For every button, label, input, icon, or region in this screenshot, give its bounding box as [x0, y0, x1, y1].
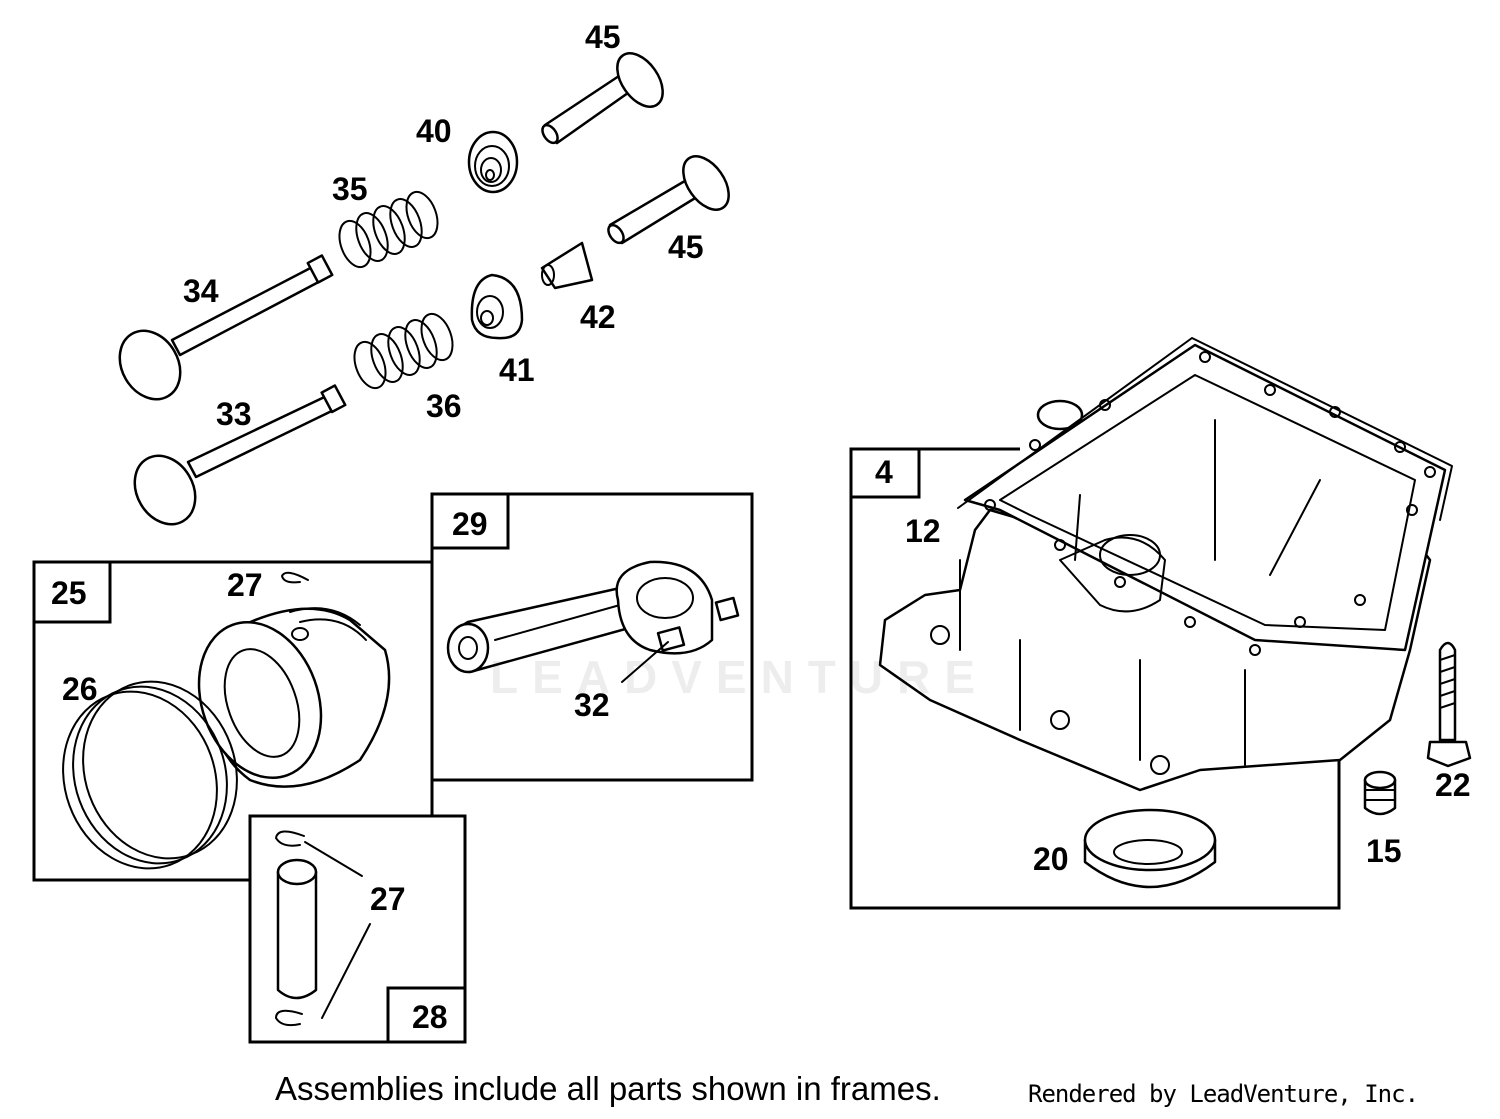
- frame-piston-pin: [248, 814, 467, 1044]
- piston-pin-retainer-top[interactable]: [281, 571, 309, 584]
- callout-25: 25: [51, 575, 87, 611]
- valve-spring-retainer-lower[interactable]: [470, 273, 524, 340]
- sump-bolt[interactable]: [1426, 641, 1472, 768]
- callout-4: 4: [875, 454, 893, 490]
- callout-32: 32: [574, 687, 610, 723]
- callout-42: 42: [580, 299, 616, 335]
- oil-seal[interactable]: [1083, 808, 1217, 889]
- piston-pin-retainers[interactable]: [275, 830, 305, 1027]
- callout-34: 34: [183, 273, 219, 309]
- valve-exhaust[interactable]: [108, 254, 334, 411]
- callout-27-top: 27: [227, 567, 263, 603]
- frame-tab-29: [430, 492, 510, 550]
- watermark: LEADVENTURE: [490, 651, 990, 703]
- callout-20: 20: [1033, 841, 1069, 877]
- valve-spring-lower[interactable]: [349, 310, 459, 393]
- callout-22: 22: [1435, 767, 1471, 803]
- callout-45-upper: 45: [585, 19, 621, 55]
- frame-tab-25: [32, 560, 112, 624]
- piston-pin[interactable]: [276, 858, 318, 1000]
- callout-33: 33: [216, 396, 252, 432]
- assemblies-note: Assemblies include all parts shown in fr…: [275, 1070, 941, 1107]
- callout-28: 28: [412, 999, 448, 1035]
- callout-29: 29: [452, 506, 488, 542]
- callout-15: 15: [1366, 833, 1402, 869]
- valve-keeper[interactable]: [540, 241, 594, 290]
- sump-gasket[interactable]: [957, 337, 1453, 521]
- valve-tappet-upper[interactable]: [539, 45, 672, 146]
- frame-tab-4: [849, 447, 921, 499]
- valve-spring-retainer-upper[interactable]: [467, 130, 519, 194]
- callout-40: 40: [416, 113, 452, 149]
- frame-piston: [32, 560, 432, 882]
- callout-35: 35: [332, 171, 368, 207]
- frame-tab-28: [386, 986, 467, 1044]
- callout-36: 36: [426, 388, 462, 424]
- callout-41: 41: [499, 352, 535, 388]
- sump-cover[interactable]: [878, 343, 1447, 792]
- valve-spring-upper[interactable]: [334, 188, 444, 272]
- connecting-rod[interactable]: [446, 560, 740, 674]
- piston-rings[interactable]: [39, 660, 262, 890]
- valve-tappet-lower[interactable]: [605, 148, 738, 246]
- drain-plug[interactable]: [1363, 770, 1397, 816]
- render-credit: Rendered by LeadVenture, Inc.: [1028, 1080, 1419, 1108]
- callout-45-lower: 45: [668, 229, 704, 265]
- valve-intake[interactable]: [123, 384, 347, 536]
- callout-12: 12: [905, 513, 941, 549]
- callout-26: 26: [62, 671, 98, 707]
- callout-27-pin: 27: [370, 881, 406, 917]
- piston[interactable]: [178, 605, 391, 795]
